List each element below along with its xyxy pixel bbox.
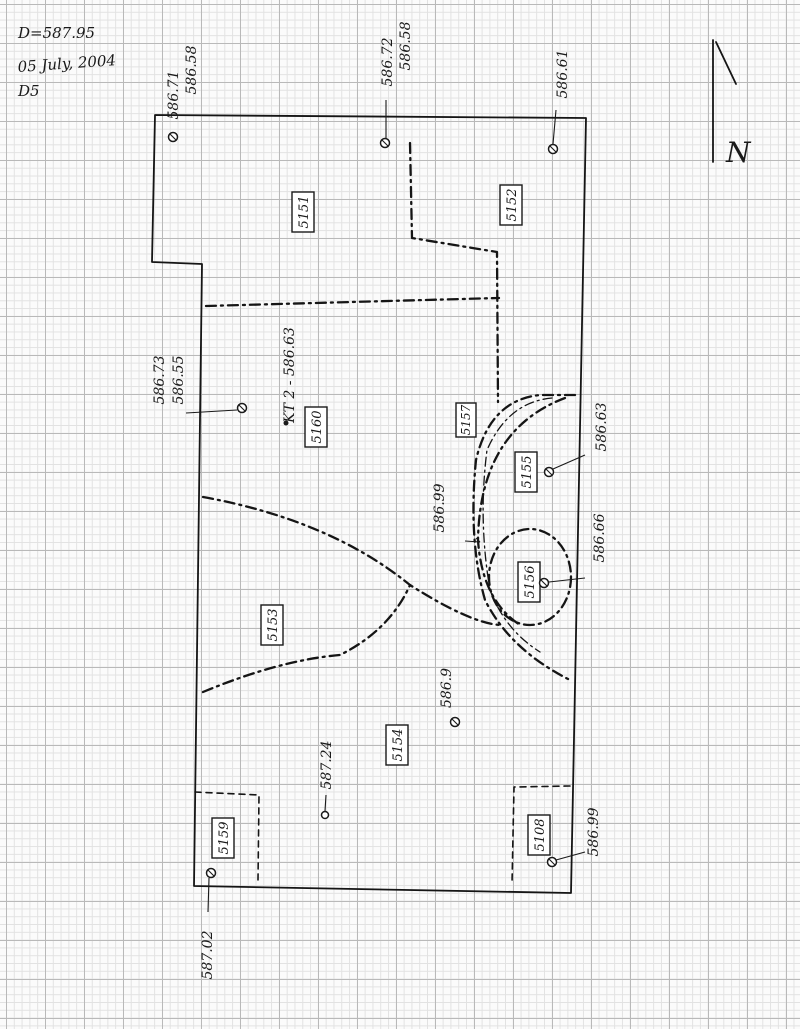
north-label: N (725, 136, 752, 169)
boundary-5155 (476, 396, 567, 627)
elevation-top-left-upper: 586.71 (166, 71, 182, 120)
boundary-5157-outer (472, 393, 577, 682)
svg-text:5157: 5157 (459, 404, 473, 435)
level-point-lower-right (546, 851, 586, 868)
svg-text:5153: 5153 (266, 608, 281, 641)
level-point-bottom-left (205, 867, 217, 913)
feature-5154: 5154 (385, 724, 409, 766)
feature-5152: 5152 (499, 184, 523, 226)
level-point-center (449, 716, 461, 728)
elevation-top-mid-lower: 586.58 (398, 21, 414, 70)
svg-text:5152: 5152 (505, 188, 520, 221)
boundary-5157-inner (482, 397, 553, 653)
level-point-top-mid (379, 100, 391, 149)
elevation-5157: 586.99 (432, 483, 448, 532)
elevation-kt2: KT 2 - 586.63 (282, 327, 298, 424)
level-point-5157 (464, 537, 481, 543)
boundary-5153-5154 (201, 583, 412, 694)
level-point-5156 (538, 577, 586, 589)
datum-note: D=587.95 (17, 24, 95, 42)
date-note: 05 July, 2004 (17, 51, 117, 76)
svg-text:5108: 5108 (533, 818, 548, 851)
boundary-5160-5153 (201, 495, 502, 627)
svg-text:5155: 5155 (520, 455, 535, 488)
kt2-point (283, 420, 289, 426)
boundary-5156 (487, 527, 573, 627)
elevation-center: 586.9 (439, 668, 455, 708)
boundary-5151-5160 (204, 296, 501, 308)
code-note: D5 (17, 82, 40, 100)
north-arrow-head (715, 41, 737, 85)
svg-text:5160: 5160 (310, 410, 325, 443)
level-point-top-right (547, 109, 559, 155)
level-point-lower-mid (320, 794, 330, 820)
elevation-lower-mid: 587.24 (319, 741, 335, 790)
boundary-5108 (511, 785, 571, 885)
feature-5157: 5157 (455, 402, 477, 438)
feature-5160: 5160 (304, 406, 328, 448)
elevation-5155: 586.63 (594, 402, 610, 451)
elevation-bottom-left: 587.02 (200, 930, 216, 979)
elevation-5156: 586.66 (592, 513, 608, 562)
elevation-left-mid-upper: 586.73 (152, 355, 168, 404)
boundary-5159 (194, 791, 260, 881)
feature-5155: 5155 (514, 451, 538, 493)
elevation-top-right: 586.61 (555, 50, 571, 99)
feature-5159: 5159 (211, 817, 235, 859)
level-point-5155 (543, 454, 586, 478)
svg-text:5154: 5154 (391, 728, 406, 761)
feature-5153: 5153 (260, 604, 284, 646)
elevation-left-mid-lower: 586.55 (171, 355, 187, 404)
level-point-left-mid (185, 402, 248, 414)
feature-5108: 5108 (527, 814, 551, 856)
svg-text:5151: 5151 (297, 195, 312, 228)
trench-outline (151, 114, 587, 894)
svg-text:5156: 5156 (523, 565, 538, 598)
elevation-top-left-lower: 586.58 (184, 45, 200, 94)
level-point-top-left (167, 131, 179, 143)
svg-text:5159: 5159 (217, 821, 232, 854)
feature-5151: 5151 (291, 191, 315, 233)
elevation-lower-right: 586.99 (586, 807, 602, 856)
elevation-top-mid-upper: 586.72 (380, 37, 396, 86)
boundary-5151-5152 (408, 141, 500, 404)
feature-5156: 5156 (517, 561, 541, 603)
north-arrow: N (712, 39, 752, 169)
